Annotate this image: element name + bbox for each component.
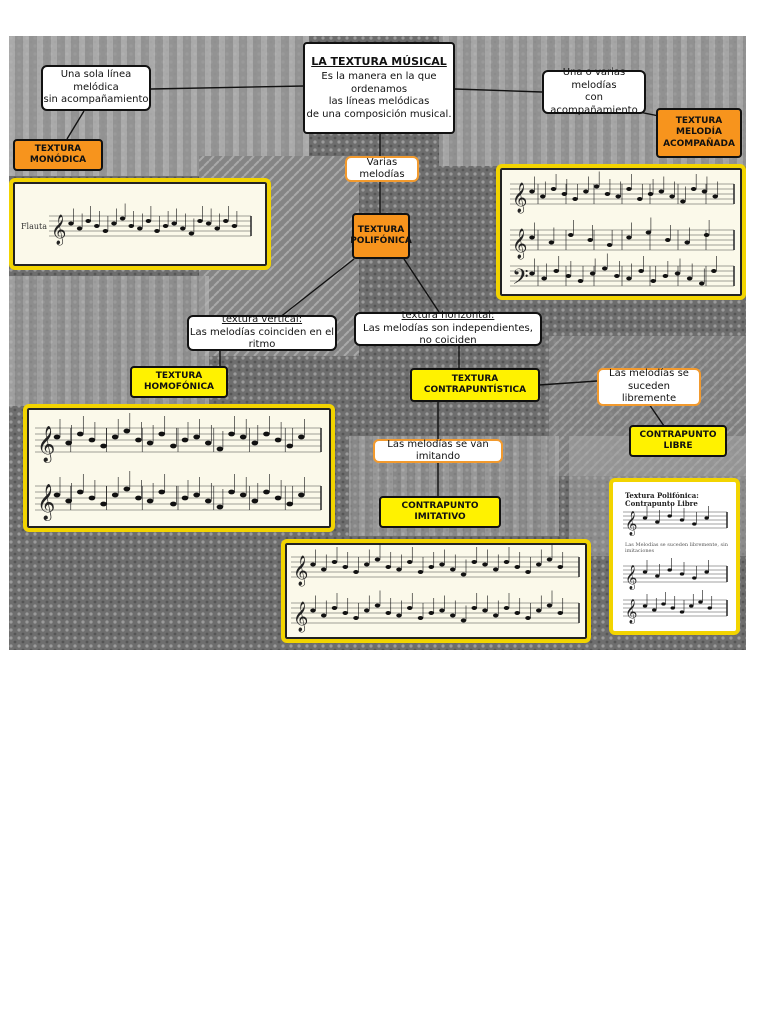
imitative-counterpoint-label-text: CONTRAPUNTO IMITATIVO xyxy=(401,500,479,522)
concept-map: LA TEXTURA MÚSICAL Es la manera en la qu… xyxy=(9,36,746,650)
accompanied-desc-line-2: con acompañamiento xyxy=(550,92,638,116)
imitative-counterpoint-label: CONTRAPUNTO IMITATIVO xyxy=(379,496,501,528)
clef-icon: 𝄞 xyxy=(293,555,308,587)
main-definition-line-1: Es la manera en la que ordenamos xyxy=(321,71,437,95)
free-connector-line-2: libremente xyxy=(621,393,677,405)
clef-icon: 𝄞 xyxy=(625,511,637,536)
accompanied-label-line-1: TEXTURA MELODÍA xyxy=(675,116,723,138)
sheet-caption: Las Melodías se suceden libremente, sin … xyxy=(625,542,728,554)
accompanied-label-line-2: ACOMPAÑADA xyxy=(663,138,735,149)
main-title: LA TEXTURA MÚSICAL xyxy=(311,54,447,68)
horizontal-texture-description: textura horizontal: Las melodías son ind… xyxy=(354,310,542,347)
monodic-score: Flauta 𝄞 xyxy=(9,178,271,270)
imitative-connector-text: Las melodías se van imitando xyxy=(387,438,489,463)
vertical-texture-title: textura vertical: xyxy=(221,314,303,326)
clef-icon: 𝄞 xyxy=(625,565,637,590)
clef-icon: 𝄞 xyxy=(625,599,637,624)
accompanied-score: 𝄞 𝄞 𝄢 xyxy=(496,164,746,300)
main-title-box: LA TEXTURA MÚSICAL Es la manera en la qu… xyxy=(303,42,455,134)
vertical-texture-desc: Las melodías coinciden en el ritmo xyxy=(189,326,335,351)
polyphonic-connector-text: Varias melodías xyxy=(359,156,405,181)
clef-icon: 𝄞 xyxy=(37,426,55,463)
clef-icon: 𝄞 xyxy=(293,601,308,633)
sheet-title-1: Textura Polifónica: xyxy=(625,491,699,500)
clef-icon: 𝄞 xyxy=(37,484,55,521)
contrapuntal-label: TEXTURA CONTRAPUNTÍSTICA xyxy=(410,368,540,402)
monodic-label-text: TEXTURA MONÓDICA xyxy=(29,143,87,165)
homophonic-label-text: TEXTURA HOMOFÓNICA xyxy=(143,370,215,392)
clef-icon: 𝄞 xyxy=(51,214,66,246)
main-definition-line-3: de una composición musical. xyxy=(306,108,452,120)
clef-icon: 𝄢 xyxy=(512,265,529,295)
polyphonic-label-line-2: POLIFÓNICA xyxy=(350,236,412,246)
sheet-title-2: Contrapunto Libre xyxy=(625,499,698,509)
polyphonic-label-line-1: TEXTURA xyxy=(357,224,405,235)
imitative-score: 𝄞𝄞 xyxy=(281,539,591,643)
accompanied-description: Una o varias melodías con acompañamiento xyxy=(542,67,646,116)
main-definition-line-2: las líneas melódicas xyxy=(328,96,430,108)
connector-lines xyxy=(66,85,670,496)
clef-icon: 𝄞 xyxy=(512,182,527,214)
vertical-texture-description: textura vertical: Las melodías coinciden… xyxy=(187,314,337,351)
free-counterpoint-label-text: CONTRAPUNTO LIBRE xyxy=(639,429,717,451)
polyphonic-connector: Varias melodías xyxy=(345,156,419,182)
clef-icon: 𝄞 xyxy=(512,228,527,260)
contrapuntal-label-text: TEXTURA CONTRAPUNTÍSTICA xyxy=(423,373,527,395)
homophonic-label: TEXTURA HOMOFÓNICA xyxy=(130,366,228,398)
instrument-name: Flauta xyxy=(21,222,48,231)
imitative-connector: Las melodías se van imitando xyxy=(373,439,503,463)
accompanied-desc-line-1: Una o varias melodías xyxy=(562,67,626,91)
free-connector: Las melodías se suceden libremente xyxy=(597,368,701,406)
horizontal-texture-title: textura horizontal: xyxy=(401,310,495,322)
horizontal-texture-desc: Las melodías son independientes, no coic… xyxy=(363,322,533,347)
accompanied-label: TEXTURA MELODÍA ACOMPAÑADA xyxy=(656,108,742,158)
polyphonic-label: TEXTURA POLIFÓNICA xyxy=(350,213,412,259)
monodic-desc-line-2: sin acompañamiento xyxy=(43,94,149,106)
monodic-label: TEXTURA MONÓDICA xyxy=(13,139,103,171)
monodic-description: Una sola línea melódica sin acompañamien… xyxy=(41,65,151,111)
homophonic-score: 𝄞𝄞 xyxy=(23,404,335,532)
free-counterpoint-score: Textura Polifónica: Contrapunto Libre La… xyxy=(609,478,740,635)
free-counterpoint-label: CONTRAPUNTO LIBRE xyxy=(629,425,727,457)
free-connector-line-1: Las melodías se suceden xyxy=(609,368,689,392)
monodic-desc-line-1: Una sola línea melódica xyxy=(60,69,132,93)
